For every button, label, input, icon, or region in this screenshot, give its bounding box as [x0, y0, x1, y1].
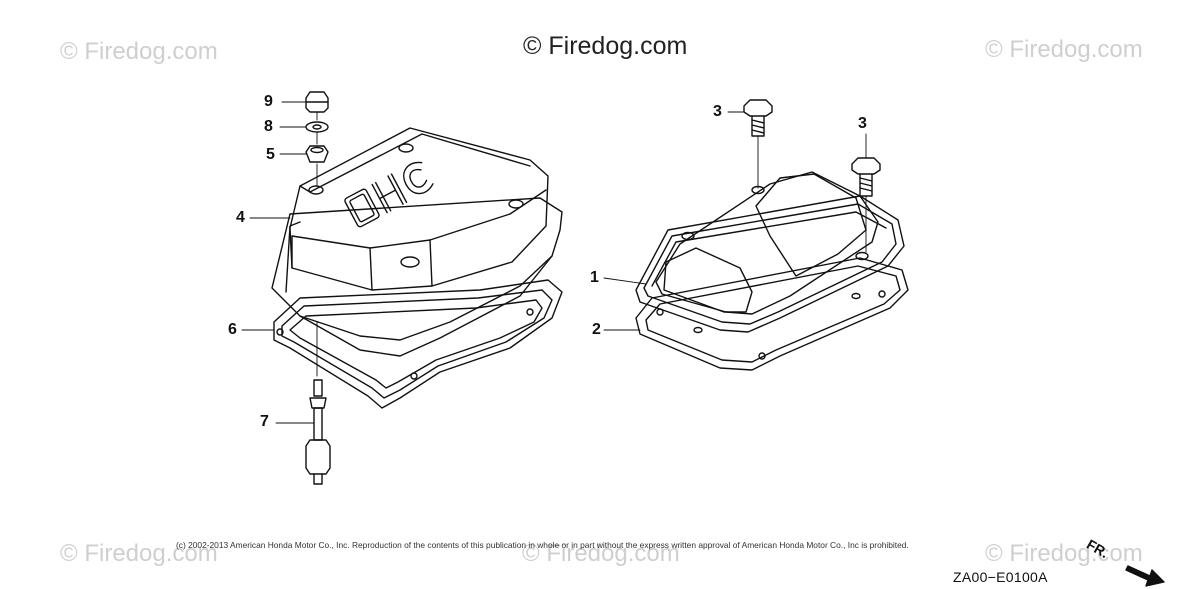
stud-7 [313, 379, 323, 397]
part-code: ZA00−E0100A [953, 569, 1048, 585]
callout-3-left: 3 [713, 103, 722, 120]
bolt-3-right [851, 157, 881, 175]
callout-6: 6 [228, 321, 237, 338]
head-cover-left [241, 91, 563, 485]
cover-body [289, 127, 549, 291]
watermark-bottom-right: © Firedog.com [985, 540, 1143, 567]
head-cover-right [603, 99, 909, 371]
watermark-main: © Firedog.com [523, 32, 688, 60]
cover-right-base [635, 195, 905, 333]
watermark-top-right: © Firedog.com [985, 36, 1143, 63]
gasket-left [273, 279, 563, 409]
copyright-notice: (c) 2002-2013 American Honda Motor Co., … [176, 540, 909, 550]
callout-5: 5 [266, 146, 275, 163]
callout-1: 1 [590, 269, 599, 286]
callout-8: 8 [264, 118, 273, 135]
watermark-top-left: © Firedog.com [60, 38, 218, 65]
washer-8 [305, 121, 329, 133]
ohc-emboss [344, 161, 434, 228]
grommet-5 [305, 145, 329, 163]
callout-4: 4 [236, 209, 245, 226]
watermark-bottom-center: © Firedog.com [522, 540, 680, 567]
callout-2: 2 [592, 321, 601, 338]
callout-7: 7 [260, 413, 269, 430]
cap-nut-9 [305, 91, 329, 113]
watermark-bottom-left: © Firedog.com [60, 540, 218, 567]
cover-base [271, 197, 563, 357]
front-direction-arrow [1125, 565, 1165, 587]
callout-3-right: 3 [858, 115, 867, 132]
callout-9: 9 [264, 93, 273, 110]
bolt-3-left [743, 99, 773, 117]
gasket-right [635, 257, 909, 371]
